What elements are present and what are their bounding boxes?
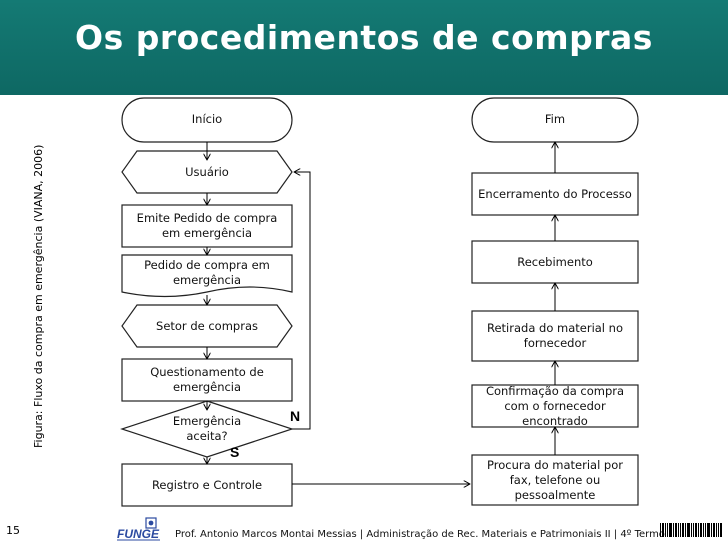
start-label: Início	[191, 112, 223, 126]
confirmation-label: Confirmação da compra com o fornecedor e…	[485, 383, 625, 428]
decision-label: Emergência aceita?	[172, 414, 242, 443]
header-banner: Os procedimentos de compras	[0, 0, 728, 95]
user-label: Usuário	[185, 164, 229, 179]
registry-label: Registro e Controle	[151, 477, 263, 492]
barcode-icon	[660, 523, 722, 537]
questioning-box	[121, 358, 293, 402]
registry-box	[121, 463, 293, 507]
page-number: 15	[6, 524, 20, 537]
yes-label: S	[230, 444, 240, 460]
end-label: Fim	[544, 112, 566, 126]
arrow-no-loop	[292, 172, 311, 430]
user-hexagon	[121, 150, 293, 194]
page-title: Os procedimentos de compras	[75, 18, 653, 57]
receiving-label: Recebimento	[517, 254, 593, 269]
purchasing-label: Setor de compras	[156, 318, 258, 333]
questioning-label: Questionamento de emergência	[150, 365, 264, 394]
closing-box	[471, 172, 639, 216]
request-document	[121, 254, 293, 298]
request-document-label: Pedido de compra em emergência	[144, 258, 270, 287]
receiving-box	[471, 240, 639, 284]
purchasing-hexagon	[121, 304, 293, 348]
confirmation-box	[471, 384, 639, 428]
pickup-label: Retirada do material no fornecedor	[486, 321, 623, 350]
pickup-box	[471, 310, 639, 362]
issue-request-label: Emite Pedido de compra em emergência	[136, 211, 278, 240]
footer-credit: Prof. Antonio Marcos Montai Messias | Ad…	[175, 529, 665, 540]
search-label: Procura do material por fax, telefone ou…	[487, 457, 623, 502]
no-label: N	[290, 408, 301, 424]
funge-logo: FUNGE	[117, 517, 160, 541]
issue-request-box	[121, 204, 293, 248]
closing-label: Encerramento do Processo	[478, 186, 632, 201]
logo-text: FUNGE	[117, 527, 160, 541]
search-box	[471, 454, 639, 506]
